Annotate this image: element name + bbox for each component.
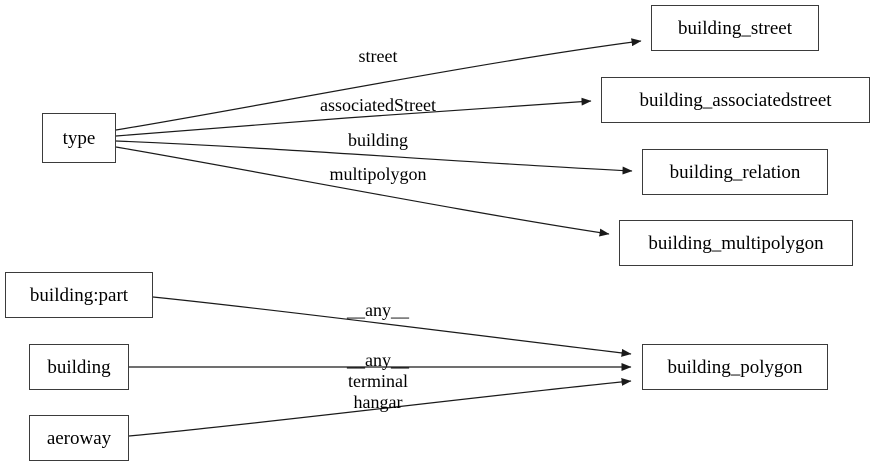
node-building_associatedstreet[interactable]: building_associatedstreet — [601, 77, 870, 123]
edge-label: street — [358, 46, 398, 66]
node-type[interactable]: type — [42, 113, 116, 163]
edge-type-to-building_multipolygon — [115, 146, 610, 237]
node-aeroway[interactable]: aeroway — [29, 415, 129, 461]
edge-label: building — [347, 130, 409, 150]
edge-label: associatedStreet — [320, 95, 436, 115]
edge-label: terminal — [348, 371, 408, 391]
edge-label: multipolygon — [329, 164, 427, 184]
node-building[interactable]: building — [29, 344, 129, 390]
edge-label: __any__ — [347, 350, 409, 370]
node-building_street[interactable]: building_street — [651, 5, 819, 51]
node-building_polygon[interactable]: building_polygon — [642, 344, 828, 390]
edge-label: __any__ — [347, 300, 409, 320]
node-building_part[interactable]: building:part — [5, 272, 153, 318]
node-building_multipolygon[interactable]: building_multipolygon — [619, 220, 853, 266]
node-building_relation[interactable]: building_relation — [642, 149, 828, 195]
edge-label: hangar — [353, 392, 403, 412]
